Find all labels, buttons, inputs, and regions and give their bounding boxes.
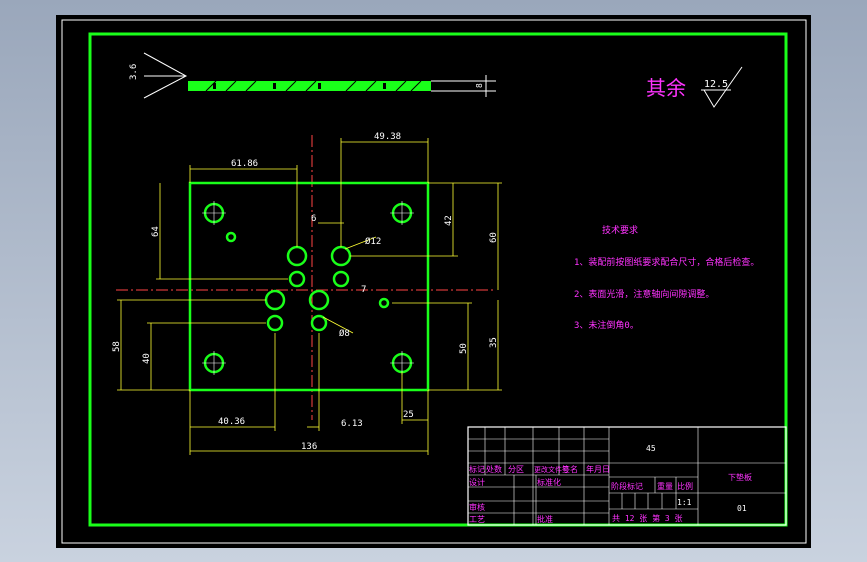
- dim-64: 64: [151, 226, 161, 237]
- outer-frame: [61, 19, 807, 544]
- dim-6.13: 6.13: [341, 419, 363, 429]
- roughness-label: 其余: [646, 76, 686, 100]
- tb-approve: 批准: [537, 514, 553, 524]
- drawing-sheet: 3.6 8 其余 12.5: [56, 15, 811, 548]
- hole-c5: [264, 289, 286, 311]
- tech-item-3: 3、未注倒角0。: [574, 319, 639, 331]
- dim-35: 35: [489, 337, 499, 348]
- tech-item-1: 1、装配前按图纸要求配合尺寸，合格后检查。: [574, 256, 759, 268]
- tb-design: 设计: [469, 477, 485, 487]
- roughness-value: 12.5: [704, 79, 728, 90]
- tb-change-doc: 更改文件号: [534, 465, 569, 474]
- hole-small-2: [378, 297, 390, 309]
- inner-frame: [88, 32, 788, 527]
- hole-c3: [288, 270, 306, 288]
- cad-drawing: 3.6 8 其余 12.5: [61, 19, 807, 544]
- tech-title: 技术要求: [602, 224, 638, 236]
- hole-c4: [332, 270, 350, 288]
- tb-weight: 重量: [657, 481, 673, 491]
- tb-part-name: 下垫板: [728, 472, 752, 482]
- dim-6: 6: [311, 214, 316, 224]
- dim-50: 50: [459, 343, 469, 354]
- side-view: 3.6 8: [129, 52, 496, 99]
- dim-8: 8: [475, 83, 484, 88]
- dim-58: 58: [112, 341, 122, 352]
- hole-c7: [266, 314, 284, 332]
- tb-mark: 标记: [469, 464, 485, 474]
- hole-c8: [310, 314, 328, 332]
- tb-stage: 阶段标记: [611, 481, 643, 491]
- tb-standard: 标准化: [537, 477, 561, 487]
- holes: [203, 202, 413, 374]
- tb-sheets: 共 12 张 第 3 张: [612, 513, 683, 523]
- dim-42: 42: [444, 215, 454, 226]
- dim-40: 40: [142, 353, 152, 364]
- title-block: 标记 处数 分区 更改文件号 签名 年月日 设计 标准化 审核 工艺 批准 阶段…: [467, 426, 787, 526]
- tb-sign: 签名: [562, 464, 578, 474]
- dimension-lines: [117, 138, 502, 455]
- dim-136: 136: [301, 442, 317, 452]
- hole-c1: [286, 245, 308, 267]
- plate-outline: [188, 181, 430, 392]
- tb-process: 工艺: [469, 515, 485, 524]
- tb-code: 01: [737, 504, 747, 513]
- tb-zone: 分区: [508, 465, 524, 474]
- tech-item-2: 2、表面光滑，注意轴向间隙调整。: [574, 288, 714, 300]
- dim-7: 7: [361, 285, 366, 295]
- dim-49.38: 49.38: [374, 132, 401, 142]
- hole-c6: [308, 289, 330, 311]
- dim-3.6: 3.6: [129, 64, 139, 80]
- plate-side-section: [188, 81, 431, 91]
- dim-dia12: Ø12: [365, 236, 381, 247]
- dim-40.36: 40.36: [218, 417, 245, 427]
- tb-scale-label: 比例: [677, 481, 693, 491]
- hole-small-1: [225, 231, 237, 243]
- dimension-texts: 61.86 49.38 64 6 42 60 Ø12 Ø8 58 40 50 3…: [112, 132, 499, 452]
- dim-61.86: 61.86: [231, 159, 258, 169]
- dim-60: 60: [489, 232, 499, 243]
- tb-scale-value: 1:1: [677, 498, 692, 507]
- tb-count: 处数: [486, 464, 502, 474]
- dim-25: 25: [403, 410, 414, 420]
- tb-material: 45: [646, 444, 656, 453]
- tech-notes: 技术要求 1、装配前按图纸要求配合尺寸，合格后检查。 2、表面光滑，注意轴向间隙…: [574, 224, 759, 331]
- hole-c2: [330, 245, 352, 267]
- roughness-symbol: [703, 66, 743, 108]
- tb-review: 审核: [469, 502, 485, 512]
- dim-dia8: Ø8: [339, 328, 350, 339]
- tb-date: 年月日: [586, 464, 610, 474]
